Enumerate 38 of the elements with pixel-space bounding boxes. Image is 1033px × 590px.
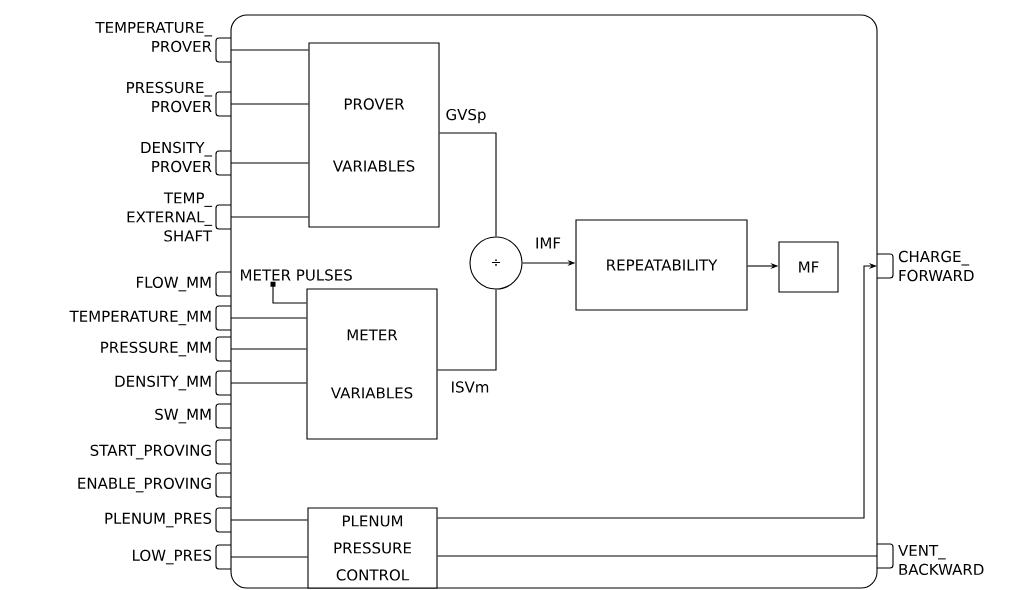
process-box: METER VARIABLES bbox=[306, 288, 438, 440]
connector-line bbox=[230, 49, 309, 51]
edge-label: ISVm bbox=[449, 380, 491, 394]
port-label: TEMP_ EXTERNAL_ SHAFT bbox=[127, 192, 213, 242]
process-box: REPEATABILITY bbox=[575, 219, 748, 311]
port-label: PLENUM_PRES bbox=[105, 512, 212, 528]
process-box: PLENUM PRESSURE CONTROL bbox=[307, 507, 438, 589]
connector-line bbox=[270, 281, 307, 304]
port-label: PRESSURE_MM bbox=[101, 341, 211, 357]
port-label: SW_MM bbox=[155, 408, 211, 424]
port-label: ENABLE_PROVING bbox=[78, 477, 211, 493]
process-box: MF bbox=[778, 241, 839, 293]
port-label: PRESSURE_ PROVER bbox=[127, 81, 213, 113]
process-box: PROVER VARIABLES bbox=[308, 42, 440, 228]
connector-line bbox=[230, 556, 308, 558]
function-block bbox=[230, 14, 878, 589]
connector-line bbox=[230, 103, 309, 105]
port-label: START_PROVING bbox=[90, 444, 211, 460]
port-label: FLOW_MM bbox=[137, 276, 211, 292]
connector-line bbox=[230, 348, 307, 350]
connector-line bbox=[230, 162, 309, 164]
connector-line bbox=[437, 289, 497, 371]
connector-line bbox=[230, 317, 307, 319]
port-label: LOW_PRES bbox=[133, 549, 212, 565]
port-label: DENSITY_MM bbox=[115, 375, 211, 391]
edge-label: GVSp bbox=[444, 107, 488, 125]
signal-label: METER PULSES bbox=[241, 269, 352, 281]
connector-line bbox=[439, 132, 497, 237]
port-label: DENSITY_ PROVER bbox=[141, 141, 213, 173]
port-label: TEMPERATURE_MM bbox=[69, 310, 211, 326]
port-label: TEMPERATURE_ PROVER bbox=[95, 21, 213, 53]
connector-line bbox=[230, 382, 307, 384]
port-label: CHARGE_ FORWARD bbox=[898, 250, 974, 282]
connector-line bbox=[437, 555, 878, 557]
port-label: VENT_ BACKWARD bbox=[898, 544, 984, 576]
connector-line bbox=[230, 519, 308, 521]
edge-label: IMF bbox=[534, 236, 562, 250]
connector-line bbox=[230, 216, 309, 218]
